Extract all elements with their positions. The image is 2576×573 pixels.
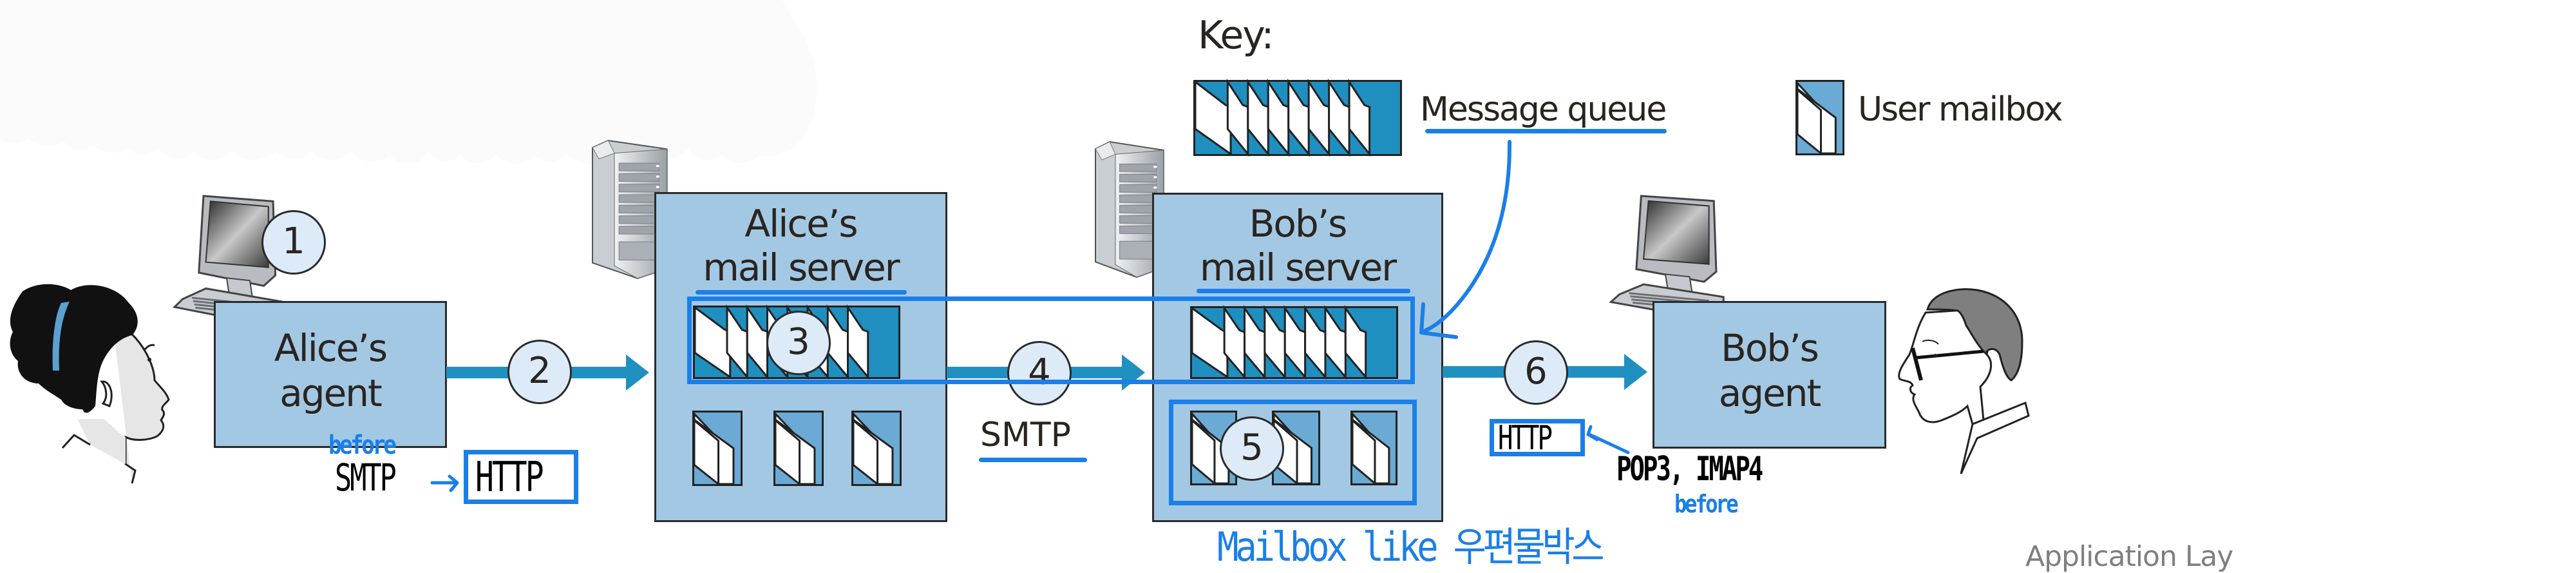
queued-message-icon [1267,78,1290,157]
bob-pop3-imap4-annotation: POP3, IMAP4 [1616,450,1763,489]
mail-page-icon [1273,417,1312,485]
smtp-protocol-label: SMTP [980,416,1071,454]
bob-http-annotation: HTTP [1498,419,1553,458]
step-2-circle: 2 [507,340,572,404]
bob-server-label-line1: Bob’s [1249,202,1348,246]
alice-http-box [464,450,578,504]
smtp-underline [979,458,1087,462]
mail-page-icon [774,418,816,485]
queued-message-icon [1244,305,1266,380]
message-queue-key-icon [1193,78,1402,157]
message-queue-underline [1425,129,1667,133]
user-mailbox-label: User mailbox [1858,90,2063,129]
pop3-to-http-arrow-icon [1586,425,1630,454]
alice-server-tower-icon [592,139,668,280]
message-queue-pointer-arrow [1419,140,1512,339]
step-4-circle: 4 [1007,341,1072,405]
queued-message-icon [1344,305,1367,380]
alice-user-mailbox [692,411,743,487]
step-5-circle: 5 [1220,416,1284,481]
key-title: Key: [1198,13,1274,58]
queued-message-icon [1223,305,1246,380]
mail-page-icon [1796,87,1837,155]
mail-page-icon [1351,417,1390,485]
mail-page-icon [693,418,735,485]
bob-server-tower-icon [1095,141,1164,278]
bob-person-icon [1898,288,2030,474]
user-mailbox-key-icon [1795,80,1844,156]
alice-http-annotation: HTTP [475,454,544,501]
alice-user-mailbox [851,411,902,487]
alice-server-label-line1: Alice’s [744,202,858,246]
mail-page-icon [852,418,894,485]
mailbox-highlight-box [1169,400,1417,505]
bob-server-label-line2: mail server [1199,246,1397,289]
message-queue-label: Message queue [1420,90,1667,129]
queued-message-icon [1247,78,1269,157]
bob-server-underline [1197,289,1410,293]
queued-message-icon [1283,305,1307,380]
message-queue-highlight-box [687,296,1415,384]
bob-agent-label-line1: Bob’s [1721,326,1819,370]
footer-caption: Application Lay [2025,540,2233,573]
queued-message-icon [1324,305,1347,380]
step-3-circle: 3 [766,311,831,375]
queued-message-icon [1226,78,1249,157]
queued-message-icon [1287,78,1310,157]
alice-server-label-line2: mail server [703,246,900,289]
mailbox-note-annotation: Mailbox like 우편물박스 [1217,523,1605,570]
queued-message-icon [726,304,748,380]
smtp-to-http-arrow-icon [430,474,459,492]
step-6-circle: 6 [1504,340,1568,405]
alice-agent-label-line2: agent [279,371,383,415]
bob-http-box [1490,419,1585,456]
background-blob [0,0,817,164]
alice-agent-label-line1: Alice’s [274,326,388,370]
queued-message-icon [1304,305,1327,380]
queued-message-icon [746,304,768,380]
queued-message-icon [1328,78,1350,157]
bob-agent-label-line2: agent [1718,371,1822,415]
queued-message-icon [1348,78,1371,157]
bob-agent-box [1653,301,1886,449]
bob-before-annotation: before [1674,490,1739,518]
bob-message-queue [1190,305,1398,380]
alice-before-annotation: before [328,431,397,460]
alice-person-icon [10,284,170,484]
alice-server-underline [696,290,907,295]
queued-message-icon [1264,305,1286,380]
queued-message-icon [847,304,869,380]
step-1-circle: 1 [261,210,326,275]
queued-message-icon [1307,78,1331,157]
alice-agent-box [214,301,447,448]
bob-user-mailbox [1350,411,1397,486]
alice-user-mailbox [773,411,824,487]
alice-smtp-annotation: SMTP [335,456,397,500]
